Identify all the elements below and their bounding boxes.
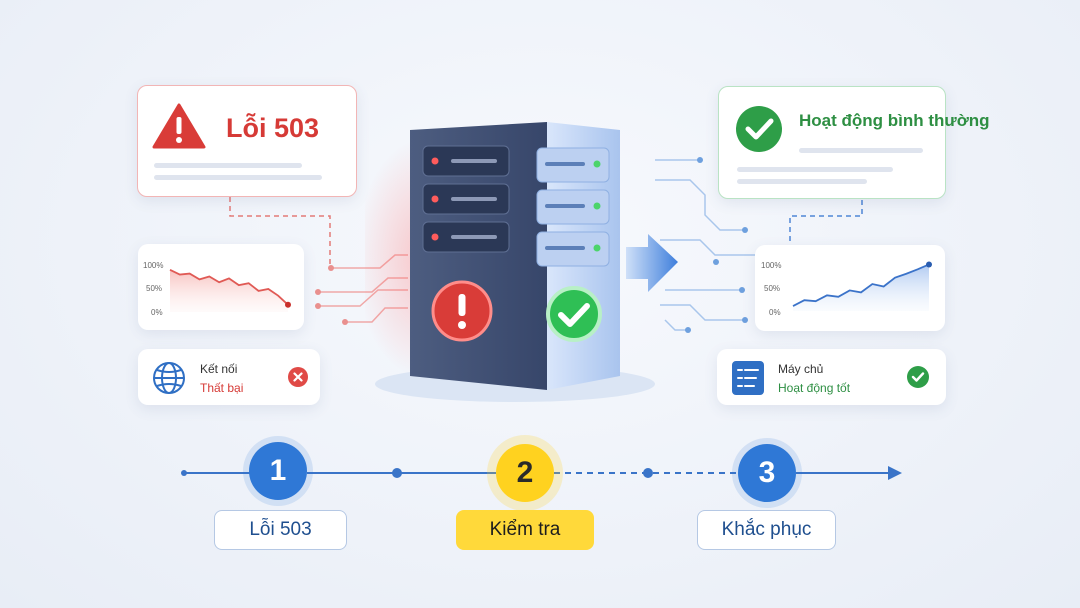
globe-icon	[153, 362, 185, 394]
connection-status-card: Kết nối Thất bại	[138, 349, 320, 405]
error-title: Lỗi 503	[226, 113, 320, 143]
error-card: Lỗi 503	[137, 85, 357, 197]
chart-area	[170, 269, 288, 312]
chart-series	[792, 261, 932, 311]
recovery-trend-chart: 100% 50% 0%	[755, 245, 945, 331]
step-3-label: Khắc phục	[697, 510, 836, 550]
y-tick-label: 50%	[764, 284, 780, 293]
server-status-card: Máy chủ Hoạt động tốt	[717, 349, 946, 405]
connection-status-text: Thất bại	[200, 381, 244, 395]
server-title: Máy chủ	[778, 362, 824, 376]
server-illustration	[365, 122, 655, 402]
y-tick-label: 100%	[143, 261, 163, 270]
chart-area	[793, 264, 929, 311]
server-status-text: Hoạt động tốt	[778, 381, 851, 395]
status-ok-card: Hoạt động bình thường	[718, 86, 990, 199]
step-1-label: Lỗi 503	[214, 510, 347, 550]
error-trend-chart: 100% 50% 0%	[138, 244, 304, 330]
chart-end-point	[285, 301, 291, 308]
warning-triangle-icon	[152, 103, 206, 149]
chart-line	[169, 268, 289, 306]
connection-title: Kết nối	[200, 362, 238, 376]
y-tick-label: 100%	[761, 261, 781, 270]
y-tick-label: 0%	[769, 308, 781, 317]
check-circle-icon	[907, 366, 929, 388]
chart-end-point	[926, 261, 932, 268]
server-list-icon	[732, 361, 764, 395]
step-2-label: Kiểm tra	[456, 510, 594, 550]
y-tick-label: 50%	[146, 284, 162, 293]
success-badge-icon	[546, 286, 602, 342]
ok-title: Hoạt động bình thường	[799, 111, 990, 130]
chart-series	[169, 268, 291, 312]
step-2-marker: 2	[496, 444, 554, 502]
y-tick-label: 0%	[151, 308, 163, 317]
check-circle-icon	[736, 106, 782, 152]
chart-line	[792, 263, 930, 307]
x-circle-icon	[288, 367, 308, 387]
step-3-marker: 3	[738, 444, 796, 502]
step-1-marker: 1	[249, 442, 307, 500]
error-badge-icon	[431, 280, 493, 342]
